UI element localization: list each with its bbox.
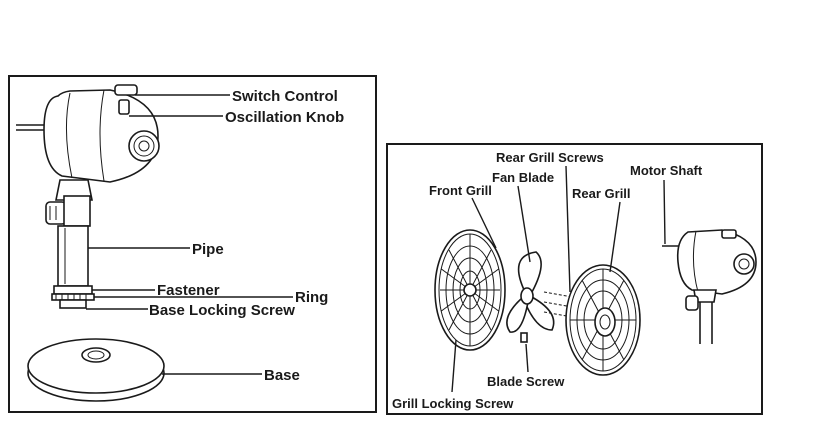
motor-vent xyxy=(733,253,755,275)
left-panel: Switch Control Oscillation Knob Pipe Fas… xyxy=(8,75,377,413)
label-oscillation-knob: Oscillation Knob xyxy=(225,109,344,126)
rear-vent-core xyxy=(138,140,150,152)
rear-grill-hub xyxy=(594,307,616,337)
blade-screw-part xyxy=(520,332,528,343)
leader-fan-blade xyxy=(517,185,531,263)
housing-seam xyxy=(65,92,73,179)
base-socket-hole xyxy=(87,350,105,360)
front-grill-badge xyxy=(463,283,477,297)
label-motor-shaft: Motor Shaft xyxy=(630,163,703,178)
base-socket xyxy=(81,347,111,363)
blade-hub xyxy=(520,287,534,305)
motor-body xyxy=(676,229,757,295)
leader-grill-locking-screw xyxy=(451,339,457,393)
front-grill xyxy=(434,229,506,351)
rear-grill-hub-hole xyxy=(599,314,611,330)
label-ring: Ring xyxy=(295,289,328,306)
leader-blade-screw xyxy=(525,343,529,373)
label-blade-screw: Blade Screw xyxy=(487,374,565,389)
switch-control-part xyxy=(114,84,138,96)
rear-vent xyxy=(128,130,160,162)
fan-head xyxy=(16,84,160,183)
oscillation-knob-part xyxy=(118,99,130,115)
leader-front-grill xyxy=(471,197,497,249)
left-leaders xyxy=(86,94,293,375)
label-front-grill: Front Grill xyxy=(429,183,492,198)
label-base: Base xyxy=(264,367,300,384)
motor-tilt-knob xyxy=(685,295,699,311)
ring-knurl xyxy=(55,294,87,300)
label-fastener: Fastener xyxy=(157,282,220,299)
blade-lower xyxy=(523,295,555,331)
blade-upper xyxy=(517,251,542,293)
motor-switch xyxy=(721,229,737,239)
joint-block xyxy=(63,195,91,227)
base-top xyxy=(27,338,165,394)
right-leaders xyxy=(451,165,666,393)
blade-left xyxy=(506,296,529,333)
rear-grill xyxy=(565,264,641,376)
left-panel-frame xyxy=(8,75,377,413)
label-rear-grill-screws: Rear Grill Screws xyxy=(496,150,604,165)
motor-seam xyxy=(692,230,699,293)
label-base-locking-screw: Base Locking Screw xyxy=(149,302,295,319)
right-panel: Rear Grill Screws Fan Blade Front Grill … xyxy=(386,143,763,415)
label-grill-locking-screw: Grill Locking Screw xyxy=(392,396,514,411)
housing-seam-2 xyxy=(99,89,105,182)
fan-blade-part xyxy=(506,251,555,343)
label-fan-blade: Fan Blade xyxy=(492,170,554,185)
right-panel-frame xyxy=(386,143,763,415)
base-part xyxy=(27,338,165,402)
leader-rear-grill-screws xyxy=(565,165,571,293)
label-pipe: Pipe xyxy=(192,241,224,258)
screw-arrow-lines xyxy=(543,291,579,319)
label-switch-control: Switch Control xyxy=(232,88,338,105)
rear-vent-inner xyxy=(133,135,155,157)
motor-unit xyxy=(662,229,757,344)
neck xyxy=(55,179,93,201)
motor-vent-inner xyxy=(738,258,750,270)
locking-screw-part xyxy=(59,299,87,309)
leader-motor-shaft xyxy=(663,179,666,245)
fastener-part xyxy=(53,285,93,295)
ring-part xyxy=(51,293,95,301)
label-rear-grill: Rear Grill xyxy=(572,186,631,201)
tilt-joint xyxy=(45,179,93,227)
pipe-part xyxy=(51,225,95,309)
pipe-body xyxy=(57,225,89,287)
leader-rear-grill xyxy=(609,201,621,273)
